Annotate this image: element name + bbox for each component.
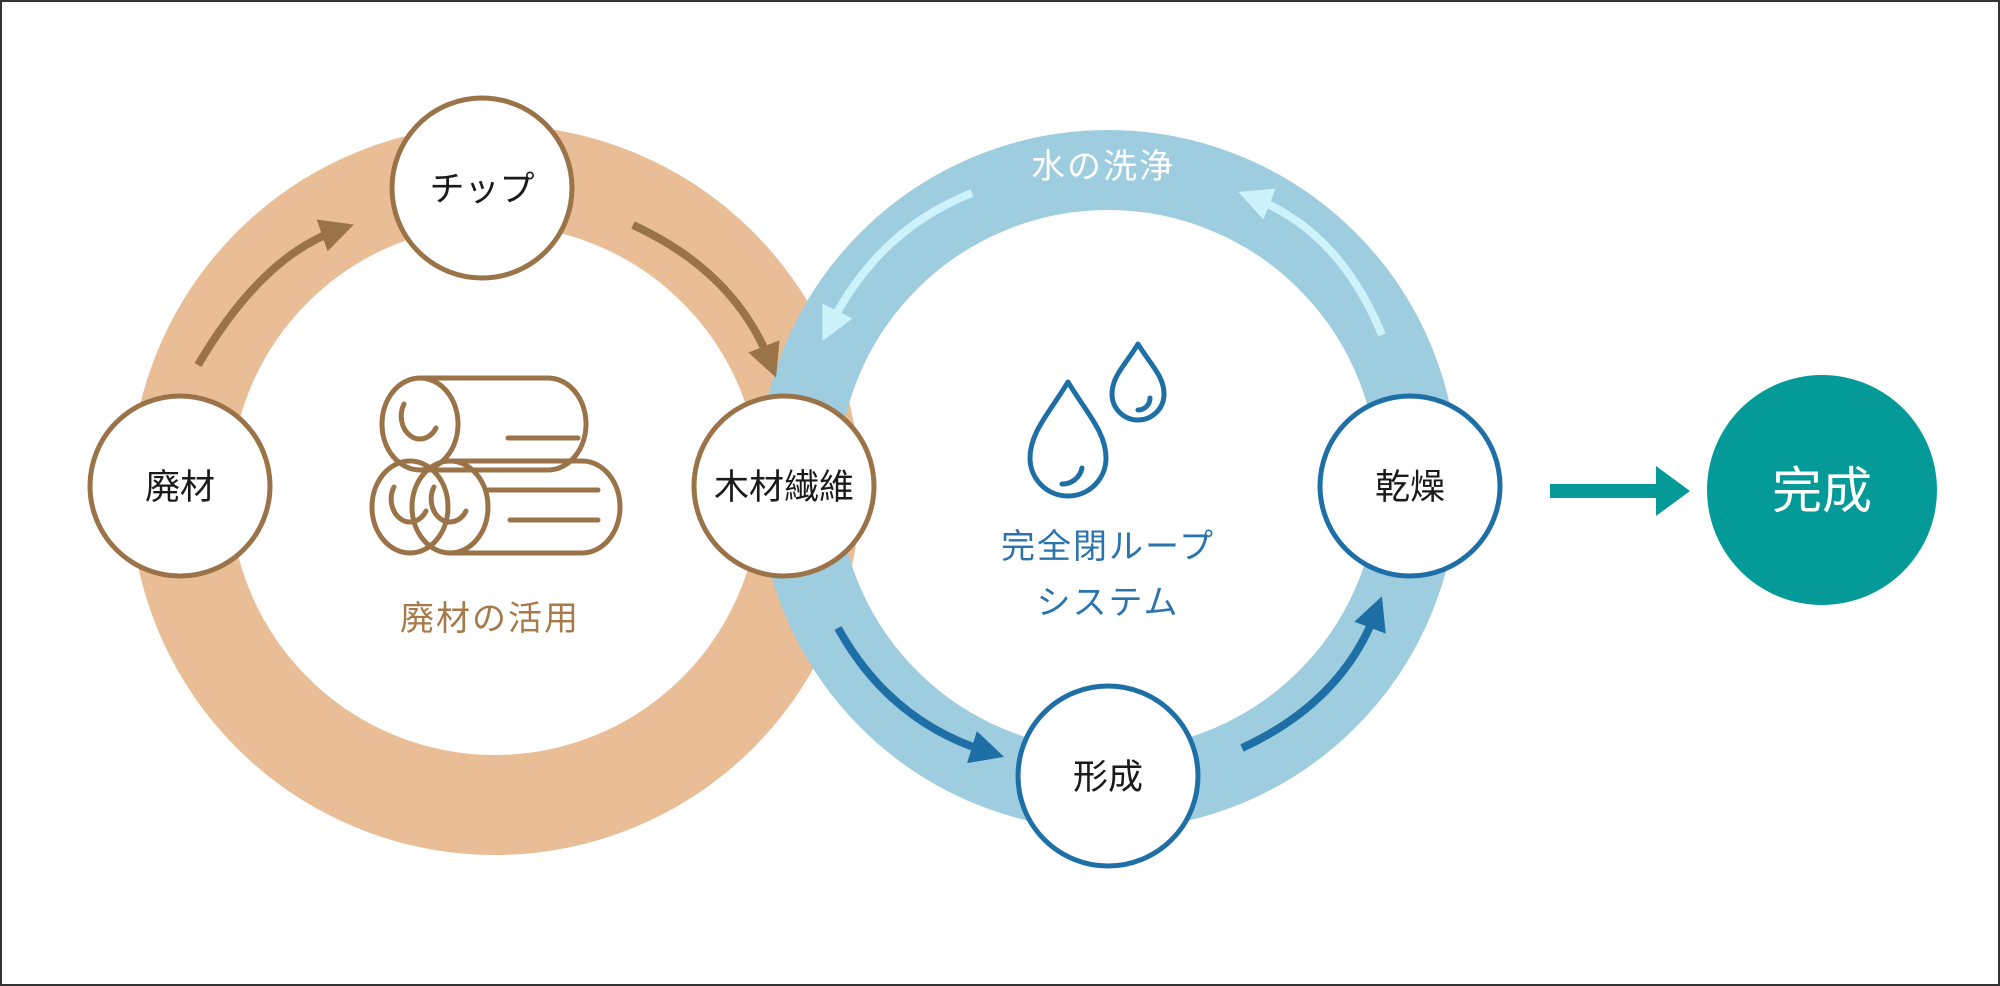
node-forming: 形成 bbox=[1015, 683, 1201, 869]
arrow-wash-return-left bbox=[822, 189, 974, 342]
arrow-waste-to-chip bbox=[194, 219, 354, 368]
stacked-logs-icon bbox=[369, 375, 623, 556]
arrow-wash-return-right bbox=[1238, 188, 1386, 337]
arrow-fiber-to-forming bbox=[834, 626, 1005, 764]
arrow-to-final bbox=[1550, 466, 1690, 516]
node-forming-label: 形成 bbox=[1073, 758, 1143, 798]
water-drops-icon bbox=[1027, 341, 1167, 499]
node-wood-fiber-label: 木材繊維 bbox=[714, 468, 854, 508]
water-loop-caption-line2: システム bbox=[1037, 583, 1180, 623]
node-drying-label: 乾燥 bbox=[1375, 468, 1445, 508]
node-waste: 廃材 bbox=[87, 393, 273, 579]
arrow-chip-to-fiber bbox=[631, 221, 780, 378]
arrow-forming-to-drying bbox=[1240, 596, 1386, 752]
node-final-label: 完成 bbox=[1772, 462, 1872, 520]
node-final: 完成 bbox=[1707, 375, 1937, 605]
node-wood-fiber: 木材繊維 bbox=[691, 393, 877, 579]
node-drying: 乾燥 bbox=[1317, 393, 1503, 579]
node-chip: チップ bbox=[389, 95, 575, 281]
node-waste-label: 廃材 bbox=[145, 468, 215, 508]
wood-loop-caption: 廃材の活用 bbox=[400, 599, 580, 639]
water-loop-caption-line1: 完全閉ループ bbox=[1001, 527, 1215, 567]
water-wash-label: 水の洗浄 bbox=[1031, 147, 1175, 187]
node-chip-label: チップ bbox=[429, 170, 534, 210]
